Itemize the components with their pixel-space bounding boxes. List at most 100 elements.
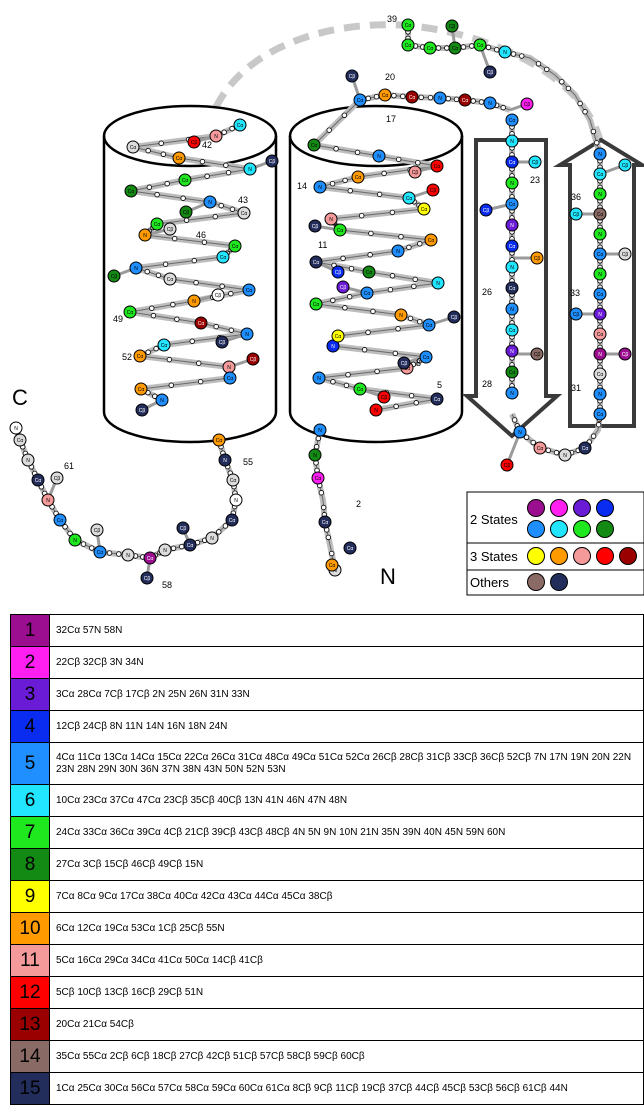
backbone-bead	[154, 191, 160, 198]
cluster-id: 2	[10, 646, 50, 679]
atom-label: Cβ	[111, 274, 118, 280]
residue-number: 26	[482, 287, 492, 297]
atom-label: Cα	[404, 366, 411, 372]
backbone-bead	[225, 169, 232, 176]
helix-cylinder-left	[102, 104, 278, 444]
backbone-bead	[413, 400, 419, 406]
atom-node	[313, 180, 327, 194]
atom-node	[593, 267, 607, 281]
atom-node	[178, 173, 192, 187]
cluster-id: 10	[10, 912, 50, 945]
atom-label: Cβ	[573, 312, 580, 318]
atom-node	[593, 207, 607, 221]
backbone-bead	[179, 543, 185, 550]
backbone-bead	[228, 327, 235, 333]
backbone-bead	[197, 378, 204, 385]
atom-label: Cα	[509, 370, 516, 376]
atom-node	[194, 316, 208, 330]
atom-node	[505, 365, 519, 379]
backbone-bead	[171, 235, 178, 242]
atom-label: Cα	[426, 323, 433, 329]
cluster-id: 9	[10, 880, 50, 913]
backbone-bead	[577, 100, 583, 107]
atom-label: Cα	[246, 288, 253, 294]
atom-label: Cβ	[54, 476, 61, 482]
atom-node	[618, 247, 632, 261]
atom-node	[353, 93, 367, 107]
atom-label: Cβ	[340, 285, 347, 291]
atom-node	[240, 327, 254, 341]
residue-number: 55	[243, 457, 253, 467]
atom-label: Cβ	[504, 463, 511, 469]
atom-label: N	[510, 307, 514, 313]
atom-label: Cβ	[183, 210, 190, 216]
atom-label: Cα	[405, 23, 412, 29]
atom-label: Cα	[428, 238, 435, 244]
atom-node	[431, 276, 445, 290]
atom-label: Cα	[597, 292, 604, 298]
backbone-bead	[333, 146, 339, 152]
residue-number: 23	[530, 175, 540, 185]
atom-node	[218, 453, 232, 467]
atom-node	[68, 533, 82, 547]
backbone-bead	[212, 213, 218, 220]
backbone-bead	[395, 326, 401, 332]
backbone-bead	[146, 184, 153, 190]
atom-node	[505, 113, 519, 127]
atom-label: Cβ	[144, 576, 151, 582]
backbone-bead	[444, 45, 450, 51]
backbone-bead	[329, 550, 335, 557]
cluster-members: 32Cα 57N 58N	[49, 614, 644, 647]
cluster-id: 8	[10, 848, 50, 881]
backbone-bead	[164, 180, 170, 187]
backbone-bead	[365, 95, 371, 102]
residue-numbers: 2 5 8 11 14 17 20 23 26 28 31 33 36 39 4…	[64, 14, 581, 590]
atom-label: N	[248, 167, 252, 173]
backbone-bead	[392, 350, 399, 357]
atom-label: N	[214, 134, 218, 140]
atom-label: Cα	[230, 478, 237, 484]
atom-node	[394, 308, 408, 322]
atom-node	[209, 129, 223, 143]
cluster-id: 13	[10, 1008, 50, 1041]
cluster-members: 1Cα 25Cα 30Cα 56Cα 57Cα 58Cα 59Cα 60Cα 6…	[49, 1072, 644, 1105]
residue-number: 17	[386, 114, 396, 124]
atom-node	[593, 307, 607, 321]
residue-number: 33	[570, 288, 580, 298]
backbone-bead	[222, 523, 229, 529]
backbone-bead	[67, 530, 73, 537]
backbone-bead	[145, 349, 151, 355]
backbone-bead	[170, 301, 176, 308]
atom-label: Cβ	[451, 315, 458, 321]
atom-label: N	[598, 392, 602, 398]
residue-number: 61	[64, 461, 74, 471]
atom-node	[183, 538, 197, 552]
atom-label: Cα	[405, 43, 412, 49]
cluster-members: 12Cβ 24Cβ 8N 11N 14N 16N 18N 24N	[49, 710, 644, 743]
atom-label: Cα	[357, 98, 364, 104]
backbone-bead	[511, 417, 518, 423]
backbone-bead	[162, 261, 169, 267]
atom-node	[93, 545, 107, 559]
backbone-bead	[565, 85, 572, 92]
atom-node	[225, 513, 239, 527]
atom-label: Cα	[97, 550, 104, 556]
atom-node	[157, 338, 171, 352]
atom-node	[500, 458, 514, 472]
atom-label: N	[329, 217, 333, 223]
atom-label: Cα	[597, 412, 604, 418]
atom-node	[558, 448, 572, 462]
legend-swatch	[527, 573, 545, 591]
backbone-bead	[343, 382, 350, 389]
backbone-bead	[221, 129, 227, 135]
legend-swatch	[573, 520, 591, 538]
atom-label: Cβ	[534, 352, 541, 358]
atom-node	[426, 183, 440, 197]
atom-node	[129, 261, 143, 275]
atom-label: Cα	[537, 446, 544, 452]
